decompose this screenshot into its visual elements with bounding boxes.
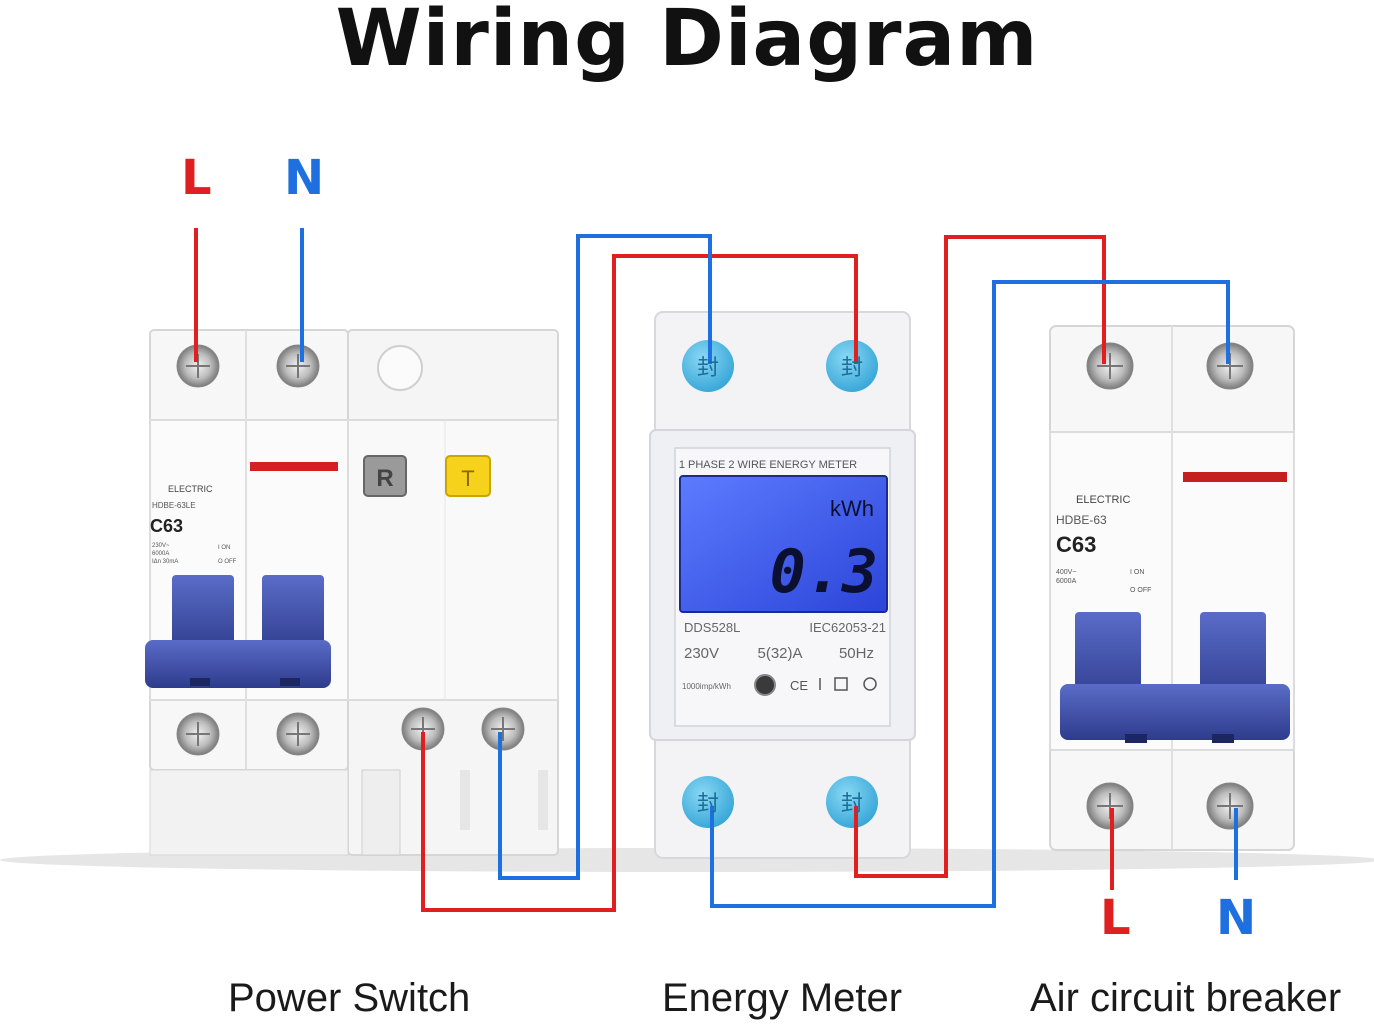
air-breaker-caption: Air circuit breaker bbox=[1030, 976, 1342, 1020]
wire-line-switch-to-meter bbox=[421, 254, 858, 912]
output-line-label: L bbox=[1100, 890, 1131, 946]
screw-icon bbox=[276, 712, 320, 756]
meter-frequency: 50Hz bbox=[839, 645, 874, 662]
power-switch-rating: C63 bbox=[150, 516, 183, 536]
page-title: Wiring Diagram bbox=[335, 0, 1039, 84]
power-switch-off-label: O OFF bbox=[218, 559, 237, 565]
power-switch-spec-2: 6000A bbox=[152, 551, 169, 557]
meter-voltage: 230V bbox=[684, 645, 719, 662]
wire-neutral-switch-to-meter bbox=[498, 234, 712, 880]
screw-icon bbox=[276, 344, 320, 388]
air-breaker-device bbox=[1049, 325, 1295, 851]
power-switch-model: HDBE-63LE bbox=[152, 501, 196, 510]
breaker-spec-1: 400V~ bbox=[1056, 569, 1076, 576]
power-switch-spec-1: 230V~ bbox=[152, 543, 170, 549]
meter-model: DDS528L bbox=[684, 620, 740, 635]
seal-glyph: 封 bbox=[697, 791, 719, 816]
wire-neutral-meter-to-breaker bbox=[710, 280, 1230, 908]
breaker-model: HDBE-63 bbox=[1056, 513, 1107, 527]
indicator-window bbox=[377, 345, 423, 391]
breaker-brand: ELECTRIC bbox=[1076, 494, 1130, 506]
meter-unit: kWh bbox=[830, 496, 874, 521]
breaker-rating: C63 bbox=[1056, 532, 1096, 557]
test-key-label: T bbox=[461, 466, 474, 491]
power-switch-spec-3: IΔn 30mA bbox=[152, 559, 178, 565]
pulse-led-icon bbox=[754, 674, 776, 696]
power-switch-on-label: I ON bbox=[218, 545, 230, 551]
meter-standard: IEC62053-21 bbox=[809, 620, 886, 635]
seal-glyph: 封 bbox=[697, 355, 719, 380]
toggle-handle[interactable] bbox=[1060, 684, 1290, 740]
terminal-screws bbox=[176, 342, 1254, 830]
input-neutral-label: N bbox=[284, 150, 325, 206]
breaker-spec-2: 6000A bbox=[1056, 578, 1077, 585]
double-insulation-icon bbox=[834, 677, 848, 691]
seal-cap-bottom-right bbox=[826, 776, 878, 828]
power-switch-caption: Power Switch bbox=[228, 976, 471, 1020]
meter-ce-mark: CE bbox=[790, 678, 808, 693]
seal-cap-top-right bbox=[826, 340, 878, 392]
breaker-off-label: O OFF bbox=[1130, 587, 1151, 594]
wires bbox=[194, 228, 1238, 912]
test-key[interactable] bbox=[445, 455, 491, 497]
status-bar-red bbox=[250, 462, 338, 471]
energy-meter-caption: Energy Meter bbox=[662, 976, 903, 1020]
seal-glyph: 封 bbox=[841, 355, 863, 380]
screw-icon bbox=[1086, 342, 1134, 390]
seal-cap-top-left bbox=[682, 340, 734, 392]
power-switch-brand: ELECTRIC bbox=[168, 484, 213, 494]
meter-current: 5(32)A bbox=[757, 645, 802, 662]
meter-constant: 1000imp/kWh bbox=[682, 682, 731, 691]
toggle-handle[interactable] bbox=[145, 640, 331, 688]
seal-glyph: 封 bbox=[841, 791, 863, 816]
screw-icon bbox=[481, 707, 525, 751]
seal-cap-bottom-left bbox=[682, 776, 734, 828]
input-line-label: L bbox=[181, 150, 212, 206]
meter-reading: 0.3 bbox=[770, 537, 878, 607]
reset-key-label: R bbox=[376, 465, 393, 492]
info-icon bbox=[863, 677, 877, 691]
screw-icon bbox=[176, 712, 220, 756]
output-neutral-label: N bbox=[1216, 890, 1257, 946]
status-bar-red bbox=[1183, 472, 1287, 482]
wire-line-meter-to-breaker bbox=[854, 235, 1106, 878]
meter-header: 1 PHASE 2 WIRE ENERGY METER bbox=[679, 459, 857, 471]
power-switch-device bbox=[145, 329, 559, 856]
lcd-display bbox=[679, 475, 888, 613]
breaker-on-label: I ON bbox=[1130, 569, 1144, 576]
screw-icon bbox=[1206, 782, 1254, 830]
energy-meter-device bbox=[649, 311, 916, 859]
reset-key[interactable] bbox=[363, 455, 407, 497]
